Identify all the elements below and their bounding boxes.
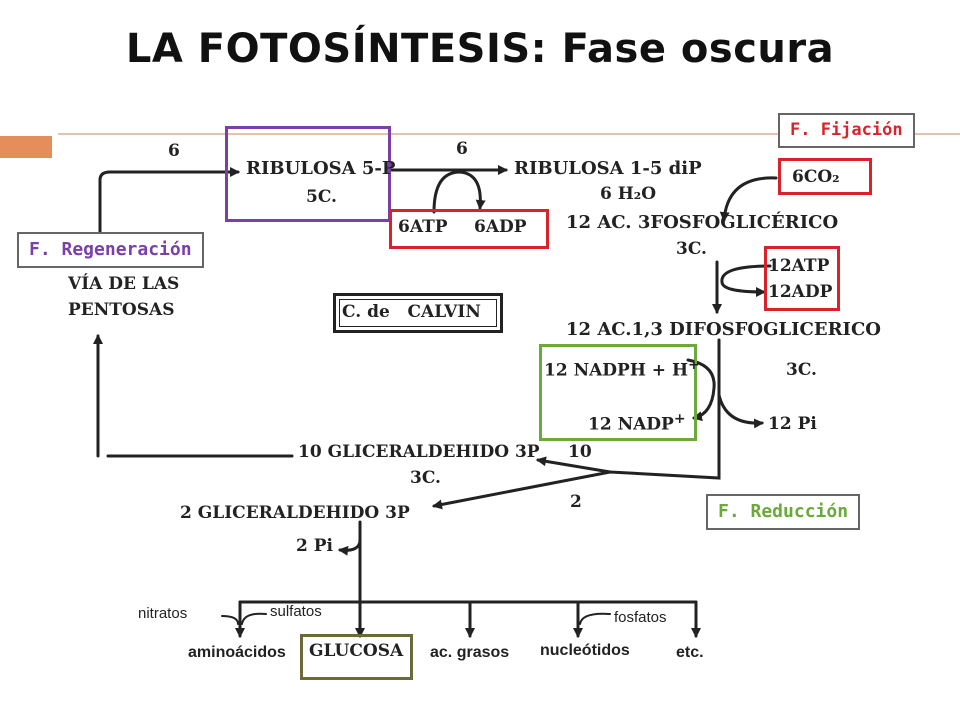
label-atp: 6ATP <box>398 217 448 237</box>
nitratos-hook <box>221 615 239 625</box>
label-h2o: 6 H₂O <box>600 184 657 204</box>
label-pi2: 2 Pi <box>296 536 333 556</box>
label-pi12: 12 Pi <box>768 414 817 434</box>
fosfatos-hook <box>579 612 611 625</box>
nadph-box <box>539 344 697 441</box>
label-six-left: 6 <box>168 141 180 161</box>
label-3fosfoglicerico: 12 AC. 3FOSFOGLICÉRICO <box>566 212 839 233</box>
label-gliceraldehido10: 10 GLICERALDEHIDO 3P <box>298 442 540 462</box>
phase-label-reduccion: F. Reducción <box>706 494 861 530</box>
label-nucleotidos: nucleótidos <box>540 642 630 659</box>
label-glucosa: GLUCOSA <box>309 641 404 661</box>
label-ribulosa5p: RIBULOSA 5-P <box>246 158 396 179</box>
label-six-mid: 6 <box>456 139 468 159</box>
phase-label-fijacion: F. Fijación <box>778 113 915 148</box>
co2-entry-arrow <box>719 176 778 222</box>
pi-release-arrow <box>717 393 764 429</box>
ribulosa5p-box <box>225 126 391 222</box>
phase-label-regeneracion: F. Regeneración <box>17 232 204 268</box>
label-calvin: C. de CALVIN <box>342 302 481 322</box>
label-nadph: 12 NADPH + H+ <box>544 357 700 381</box>
sulfatos-hook <box>241 612 267 625</box>
label-nitratos: nitratos <box>138 605 188 622</box>
nadph-loop-arrow <box>686 358 716 422</box>
label-sulfatos: sulfatos <box>270 603 322 620</box>
atp-adp-box <box>389 209 549 249</box>
label-difosfoglicerico: 12 AC.1,3 DIFOSFOGLICERICO <box>566 319 881 340</box>
accent-bar <box>0 136 52 158</box>
calvin-box <box>333 293 503 333</box>
atp-loop-arrow <box>432 170 486 214</box>
label-nadp: 12 NADP+ <box>588 411 686 435</box>
glucosa-box <box>300 634 413 680</box>
atp12-loop-arrow <box>720 264 772 297</box>
label-3fosfoglicerico-carbons: 3C. <box>676 239 707 259</box>
label-ribulosa5p-carbons: 5C. <box>306 187 337 207</box>
ten-branch-arrow <box>536 456 612 474</box>
label-via-pentosas-1: VÍA DE LAS <box>68 274 180 294</box>
label-adp: 6ADP <box>474 217 527 237</box>
label-gliceraldehido2: 2 GLICERALDEHIDO 3P <box>180 503 410 523</box>
label-adp12: 12ADP <box>768 282 833 302</box>
label-via-pentosas-2: PENTOSAS <box>68 300 175 320</box>
label-ten: 10 <box>568 442 592 462</box>
regeneration-return-arrow <box>98 167 240 234</box>
label-atp12: 12ATP <box>768 256 830 276</box>
header-divider <box>58 133 960 135</box>
label-aminoacidos: aminoácidos <box>188 644 286 661</box>
label-co2: 6CO₂ <box>792 167 840 187</box>
label-difosfoglicerico-carbons: 3C. <box>786 360 817 380</box>
label-two: 2 <box>570 492 582 512</box>
page-title: LA FOTOSÍNTESIS: Fase oscura <box>125 26 835 72</box>
pi2-arrow <box>338 538 362 556</box>
reduction-main-line <box>432 338 721 510</box>
co2-box <box>778 158 872 195</box>
label-acgrasos: ac. grasos <box>430 644 510 661</box>
label-ribulosa-dip: RIBULOSA 1-5 diP <box>514 158 702 179</box>
label-etc: etc. <box>676 644 704 661</box>
label-gliceraldehido10-carbons: 3C. <box>410 468 441 488</box>
atp12-adp12-box <box>764 246 840 311</box>
label-fosfatos: fosfatos <box>614 609 667 626</box>
